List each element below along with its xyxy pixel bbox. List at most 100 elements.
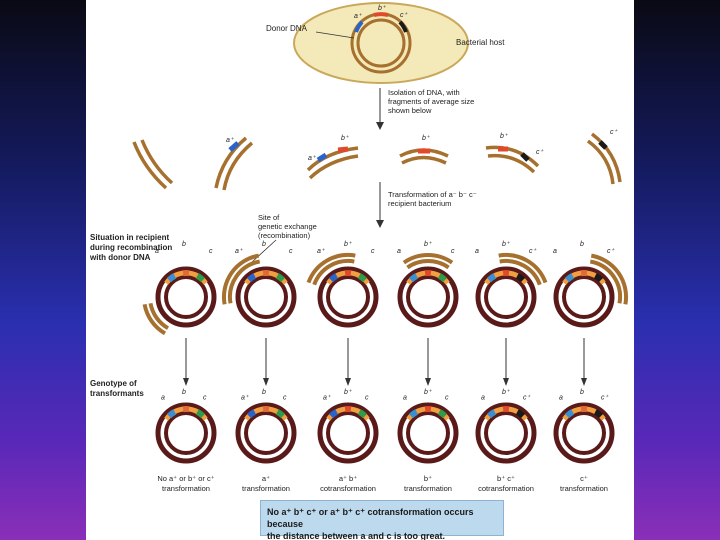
recomb-4-label-a: a — [397, 248, 401, 255]
recomb-4-label-b: b⁺ — [424, 241, 433, 248]
result-2-label-a: a⁺ — [241, 395, 250, 402]
recomb-5-donor-fragment-outer — [498, 253, 548, 284]
recomb-2-label-b: b — [262, 241, 266, 248]
result-3-ring-inner — [326, 411, 370, 455]
fragment-5-inner — [487, 153, 536, 174]
recomb-1-donor-fragment — [148, 302, 170, 330]
recomb-1-label-b: b — [182, 241, 186, 248]
result-2-ring-inner — [244, 411, 288, 455]
recomb-5-gene-c — [515, 273, 526, 283]
outcome-2-line1: a⁺ — [262, 474, 270, 483]
result-5-gene-a — [486, 409, 497, 419]
recomb-6-label-c: c⁺ — [607, 248, 616, 255]
outcome-3-line2: cotransformation — [320, 484, 376, 493]
result-5-gene-c — [515, 409, 526, 419]
recomb-4-label-c: c — [451, 248, 455, 255]
recomb-2-label-a: a⁺ — [235, 248, 244, 255]
site-pointer — [251, 239, 277, 263]
outcome-5-line1: b⁺ c⁺ — [497, 474, 515, 483]
outcome-4-line2: transformation — [404, 484, 452, 493]
cotransformation-note: No a⁺ b⁺ c⁺ or a⁺ b⁺ c⁺ cotransformation… — [260, 500, 504, 540]
recomb-1-gene-c — [195, 273, 206, 283]
recomb-1-label-a: a — [155, 248, 159, 255]
recomb-1-ring-inner — [164, 275, 208, 319]
recomb-1-donor-fragment-outer — [142, 303, 167, 336]
transformation-arrowhead — [376, 220, 384, 228]
recomb-2-donor-fragment-outer — [222, 253, 260, 305]
fragment-gene-marks — [228, 140, 608, 163]
recomb-6-ring-inner — [562, 275, 606, 319]
fragment-1-inner — [140, 139, 174, 185]
recombination-1: abc — [142, 241, 217, 336]
result-6-gene-a — [564, 409, 575, 419]
transformation-text-2: recipient bacterium — [388, 199, 451, 208]
outcome-4-line1: b⁺ — [424, 474, 432, 483]
result-6-label-b: b — [580, 389, 584, 396]
recombination-4: a b⁺ c — [397, 241, 459, 328]
isolation-text-2: fragments of average size — [388, 97, 474, 106]
bacterial-host-label: Bacterial host — [456, 38, 505, 47]
result-4-ring-outer — [397, 402, 459, 464]
recomb-6-gene-a — [564, 273, 575, 283]
isolation-text-3: shown below — [388, 106, 432, 115]
recombination-3: a⁺b⁺c — [306, 241, 379, 328]
result-6-ring-inner — [562, 411, 606, 455]
fragment-2-inner — [222, 141, 254, 191]
fragment-1 — [132, 141, 168, 190]
donor-chromosome-inner — [356, 18, 406, 68]
donor-cell: a⁺ b⁺ c⁺ — [293, 2, 469, 84]
fragment-2 — [214, 136, 248, 189]
donor-label-c: c⁺ — [400, 12, 409, 19]
fragment-2-gene-a — [228, 141, 240, 152]
outcome-2-line2: transformation — [242, 484, 290, 493]
frag2-label-a: a⁺ — [226, 137, 235, 144]
recomb-3-gene-c — [357, 273, 368, 283]
outcome-5-line2: cotransformation — [478, 484, 534, 493]
result-2-label-c: c — [283, 395, 287, 402]
site-text-1: Site of — [258, 213, 280, 222]
recomb-4-gene-c — [437, 273, 448, 283]
recomb-2-ring-inner — [244, 275, 288, 319]
site-text-2: genetic exchange — [258, 222, 317, 231]
fragment-5-gene-c — [520, 152, 530, 162]
result-1-ring-outer — [155, 402, 217, 464]
result-arrowhead-6 — [581, 378, 587, 386]
result-arrowhead-2 — [263, 378, 269, 386]
recomb-4-ring-inner — [406, 275, 450, 319]
transformant-3: a⁺b⁺c — [317, 389, 379, 464]
recomb-2-gene-a — [246, 273, 257, 283]
recomb-3-ring-inner — [326, 275, 370, 319]
outcome-6-line1: c⁺ — [580, 474, 588, 483]
frag5-label-b: b⁺ — [500, 133, 509, 140]
result-3-gene-a — [328, 409, 339, 419]
recomb-2-label-c: c — [289, 248, 293, 255]
recomb-6-ring-outer — [553, 266, 615, 328]
result-arrowhead-1 — [183, 378, 189, 386]
result-4-gene-c — [437, 409, 448, 419]
recomb-6-label-a: a — [553, 248, 557, 255]
recomb-6-donor-fragment — [589, 259, 623, 304]
situation-text-3: with donor DNA — [89, 253, 151, 262]
fragment-3-gene-a — [316, 152, 328, 163]
recomb-3-donor-fragment-outer — [306, 253, 356, 284]
genotype-text-2: transformants — [90, 389, 144, 398]
result-4-gene-a — [408, 409, 419, 419]
isolation-text-1: Isolation of DNA, with — [388, 88, 460, 97]
result-3-label-b: b⁺ — [344, 389, 353, 396]
donor-label-b: b⁺ — [378, 5, 387, 12]
transformant-1: abc — [155, 389, 217, 464]
recomb-2-donor-fragment — [227, 259, 261, 304]
donor-gene-a — [354, 20, 364, 33]
result-4-ring-inner — [406, 411, 450, 455]
site-text-3: (recombination) — [258, 231, 311, 240]
result-1-label-b: b — [182, 389, 186, 396]
recomb-6-donor-fragment-outer — [590, 253, 628, 305]
recomb-6-label-b: b — [580, 241, 584, 248]
diagram-slide: a⁺ b⁺ c⁺ Donor DNA Bacterial host Isolat… — [86, 0, 634, 540]
recomb-3-gene-a — [328, 273, 339, 283]
genotype-text-1: Genotype of — [90, 379, 137, 388]
recombination-6: a b c⁺ — [553, 241, 628, 328]
outcome-6-line2: transformation — [560, 484, 608, 493]
